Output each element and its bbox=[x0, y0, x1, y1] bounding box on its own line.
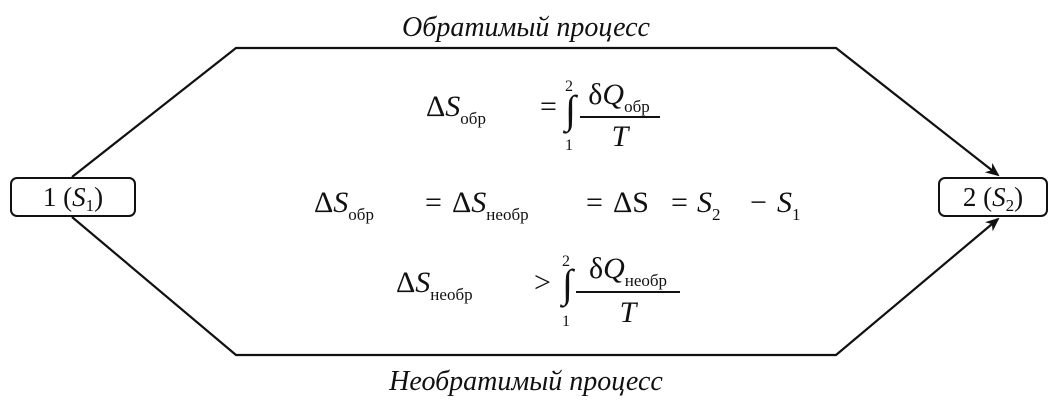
f1-var: S bbox=[445, 90, 461, 123]
f2-t1-sub: обр bbox=[348, 205, 374, 224]
f2-t2-var: S bbox=[471, 186, 487, 219]
f1-delta: Δ bbox=[426, 90, 446, 123]
f3-delta: Δ bbox=[396, 266, 416, 299]
irreversible-path bbox=[71, 216, 1000, 357]
f3-fraction-bar bbox=[576, 291, 680, 293]
f1-integral-sign: ∫ bbox=[565, 87, 576, 132]
state-1-box: 1 (S1) bbox=[10, 177, 136, 217]
f3-num-delta: δ bbox=[588, 252, 604, 285]
f2-t2-delta: Δ bbox=[452, 186, 472, 219]
f1-upper-limit: 2 bbox=[565, 78, 573, 95]
f2-eq2: = bbox=[586, 186, 603, 219]
f1-num-sub: обр bbox=[624, 97, 650, 116]
f3-sub: необр bbox=[430, 285, 473, 304]
state-2-label: 2 bbox=[962, 182, 977, 212]
f2-minus: − bbox=[750, 186, 767, 219]
f3-num-sub: необр bbox=[624, 271, 668, 290]
f1-operator: = bbox=[540, 90, 557, 123]
f3-denominator: T bbox=[619, 296, 637, 329]
f2-t1-delta: Δ bbox=[314, 186, 334, 219]
f2-t5-var: S bbox=[777, 186, 792, 219]
f2-t2-sub: необр bbox=[486, 205, 529, 224]
f3-upper-limit: 2 bbox=[562, 253, 570, 270]
f3-operator: > bbox=[534, 266, 551, 299]
reversible-path bbox=[71, 46, 1000, 178]
state-2-index: 2 bbox=[1005, 196, 1015, 215]
f1-num-delta: δ bbox=[588, 78, 603, 111]
state-2-symbol: S bbox=[992, 182, 1006, 212]
f1-denominator: T bbox=[611, 120, 629, 153]
f2-t3-text: ΔS bbox=[613, 186, 649, 219]
state-1-index: 1 bbox=[85, 196, 95, 215]
f3-var: S bbox=[415, 266, 431, 299]
f2-t4-sub: 2 bbox=[712, 205, 721, 224]
reversible-process-caption: Обратимый процесс bbox=[402, 12, 650, 43]
f1-sub: обр bbox=[460, 109, 486, 128]
f2-t3: ΔS bbox=[613, 186, 649, 220]
f2-t5-sub: 1 bbox=[792, 205, 801, 224]
state-1-symbol: S bbox=[72, 182, 86, 212]
f3-lower-limit: 1 bbox=[562, 313, 570, 330]
f2-t4-var: S bbox=[697, 186, 712, 219]
f2-eq3: = bbox=[671, 186, 688, 219]
f1-num-var: Q bbox=[602, 78, 625, 111]
f3-num-var: Q bbox=[603, 252, 625, 285]
f1-fraction-bar bbox=[580, 116, 660, 118]
f3-integral-sign: ∫ bbox=[562, 261, 573, 306]
state-2-box: 2 (S2) bbox=[938, 177, 1048, 217]
f2-t1-var: S bbox=[333, 186, 349, 219]
f1-lower-limit: 1 bbox=[565, 137, 573, 154]
irreversible-process-caption: Необратимый процесс bbox=[389, 366, 663, 397]
f2-eq1: = bbox=[425, 186, 442, 219]
state-1-label: 1 bbox=[42, 182, 57, 212]
